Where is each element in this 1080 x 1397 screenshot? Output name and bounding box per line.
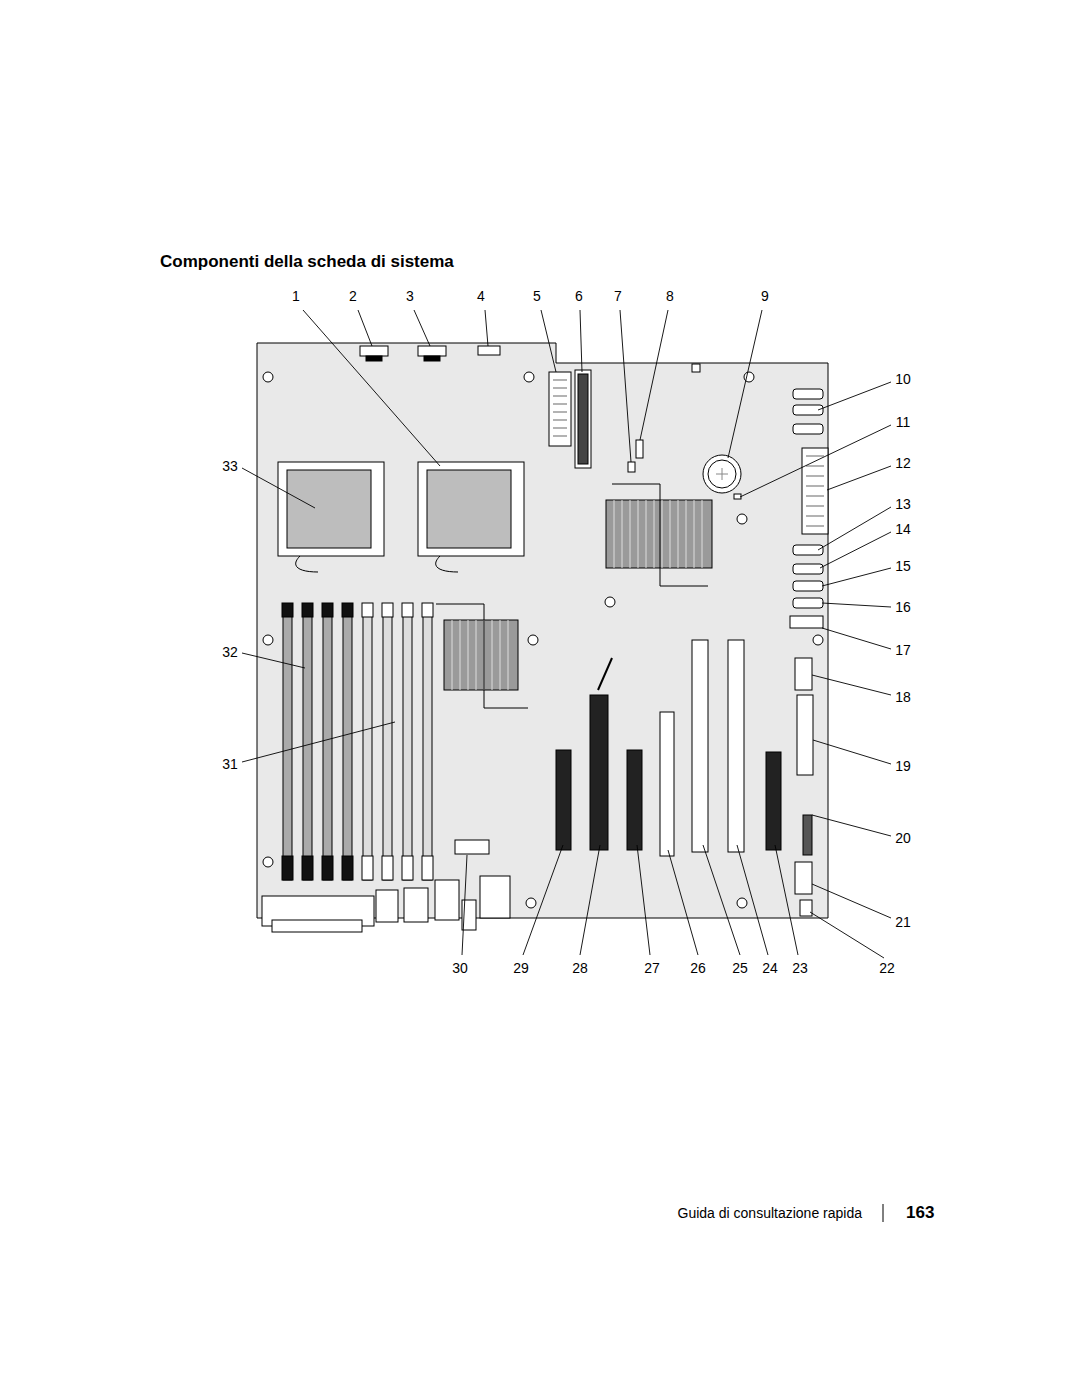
callout-number: 1 bbox=[292, 289, 300, 303]
callout-number: 24 bbox=[762, 961, 778, 975]
callout-number: 14 bbox=[895, 522, 911, 536]
callout-number: 17 bbox=[895, 643, 911, 657]
callout-number: 22 bbox=[879, 961, 895, 975]
callout-number: 6 bbox=[575, 289, 583, 303]
callout-number: 23 bbox=[792, 961, 808, 975]
callout-number: 31 bbox=[222, 757, 238, 771]
callout-number: 16 bbox=[895, 600, 911, 614]
callout-number: 2 bbox=[349, 289, 357, 303]
callout-number: 15 bbox=[895, 559, 911, 573]
callout-number: 18 bbox=[895, 690, 911, 704]
callout-number: 7 bbox=[614, 289, 622, 303]
callout-number: 27 bbox=[644, 961, 660, 975]
callout-number: 4 bbox=[477, 289, 485, 303]
callout-number: 33 bbox=[222, 459, 238, 473]
callout-number: 10 bbox=[895, 372, 911, 386]
page-number: 163 bbox=[906, 1204, 934, 1221]
callout-number: 26 bbox=[690, 961, 706, 975]
callout-number: 20 bbox=[895, 831, 911, 845]
callout-number: 13 bbox=[895, 497, 911, 511]
callout-number: 28 bbox=[572, 961, 588, 975]
callout-number: 25 bbox=[732, 961, 748, 975]
callout-number: 12 bbox=[895, 456, 911, 470]
callout-number: 5 bbox=[533, 289, 541, 303]
callout-number: 30 bbox=[452, 961, 468, 975]
callout-number: 11 bbox=[896, 415, 911, 429]
callout-number: 29 bbox=[513, 961, 529, 975]
callout-number: 32 bbox=[222, 645, 238, 659]
callout-number: 21 bbox=[895, 915, 911, 929]
callout-number: 3 bbox=[406, 289, 414, 303]
callout-number: 19 bbox=[895, 759, 911, 773]
footer-text: Guida di consultazione rapida bbox=[678, 1206, 862, 1220]
callout-number: 9 bbox=[761, 289, 769, 303]
diagram-title: Componenti della scheda di sistema bbox=[160, 253, 454, 270]
callout-number: 8 bbox=[666, 289, 674, 303]
